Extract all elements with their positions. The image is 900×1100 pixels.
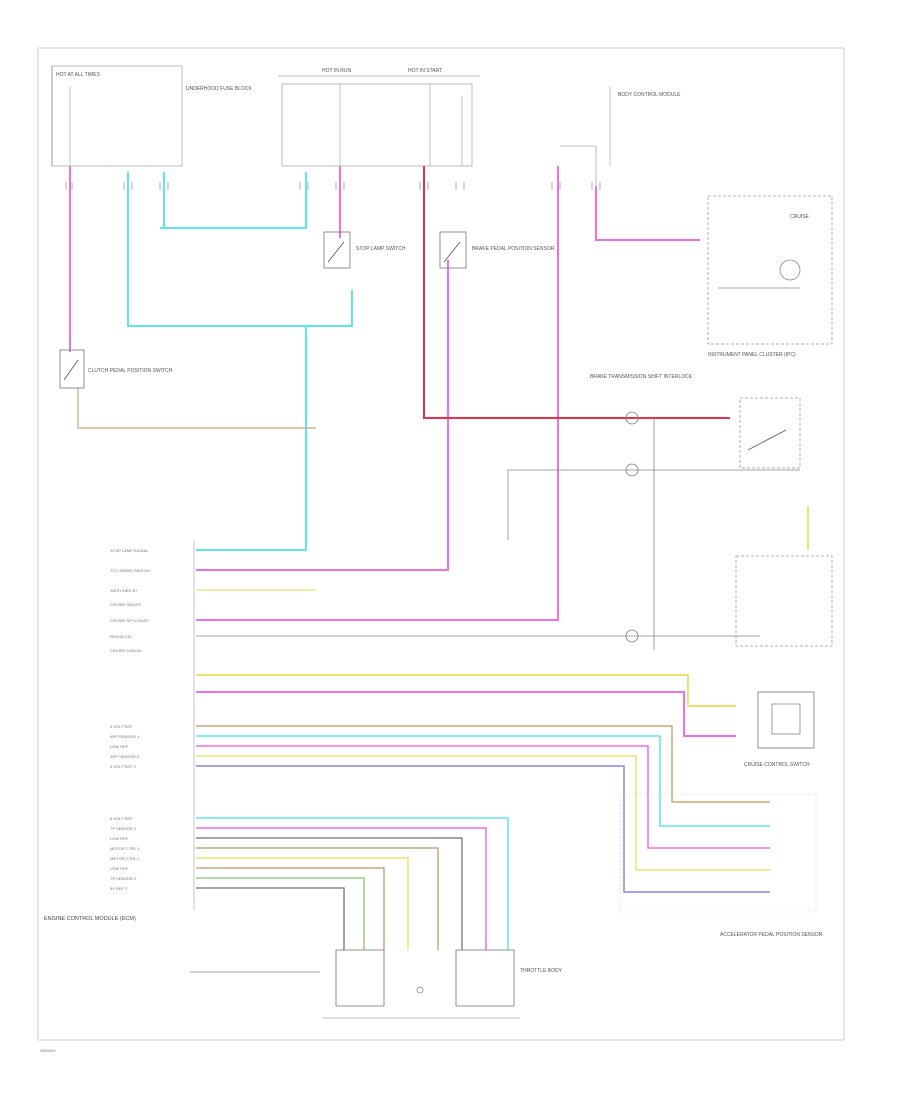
wire-gray-refs bbox=[196, 287, 800, 650]
fuse-middle-title: HOT IN RUN bbox=[322, 68, 351, 74]
ecm-pin-label: CRUISE CANCEL bbox=[110, 648, 143, 653]
wire-red-brake bbox=[423, 166, 730, 419]
ecm-pin-label: TCC BRAKE SWITCH bbox=[110, 568, 150, 573]
throttle-body-label: THROTTLE BODY bbox=[520, 968, 563, 974]
wire-throttle-bundle bbox=[196, 817, 509, 950]
throttle-body: THROTTLE BODY bbox=[190, 949, 563, 1019]
ecm-pin-label: LOW REF bbox=[110, 866, 129, 871]
wire-app-sensor-bundle bbox=[196, 725, 770, 893]
ecm-pin-label: APP SENSOR 1 bbox=[110, 734, 140, 739]
ecm-pin-label: 5 VOLT REF 2 bbox=[110, 764, 137, 769]
ipc-inner-label: CRUISE bbox=[790, 214, 810, 220]
body-control-module-label: BODY CONTROL MODULE bbox=[618, 92, 681, 98]
wire-tan-clutch-output bbox=[77, 388, 316, 429]
accelerator-pedal-sensor: ACCELERATOR PEDAL POSITION SENSOR bbox=[619, 793, 823, 938]
wire-pink-stop-lamp bbox=[196, 166, 700, 621]
ecm-pin-label: MOTOR CTRL 1 bbox=[110, 846, 140, 851]
ecm-pin-label: CRUISE ON/OFF bbox=[110, 602, 142, 607]
ecm-pin-list: STOP LAMP SIGNAL TCC BRAKE SWITCH SWITCHED… bbox=[110, 548, 150, 891]
wire-cyan-tree bbox=[127, 172, 353, 551]
cruise-switch-label: CRUISE CONTROL SWITCH bbox=[744, 762, 810, 768]
brake-pedal-sensor-label: BRAKE PEDAL POSITION SENSOR bbox=[472, 246, 555, 252]
clutch-pedal-switch: CLUTCH PEDAL POSITION SWITCH bbox=[59, 349, 173, 389]
ecm-pin-label: MOTOR CTRL 2 bbox=[110, 856, 140, 861]
ecm-label: ENGINE CONTROL MODULE (ECM) bbox=[44, 916, 136, 922]
ipc-label: INSTRUMENT PANEL CLUSTER (IPC) bbox=[708, 352, 796, 358]
wire-pink-cruise-set bbox=[196, 691, 736, 737]
stop-lamp-switch-2: BRAKE PEDAL POSITION SENSOR bbox=[439, 231, 555, 269]
fuse-left-title: HOT AT ALL TIMES bbox=[56, 72, 101, 78]
accel-sensor-label: ACCELERATOR PEDAL POSITION SENSOR bbox=[720, 932, 823, 938]
fuse-block-middle: HOT IN RUN HOT IN START bbox=[278, 68, 480, 167]
underhood-fuse-block-label: UNDERHOOD FUSE BLOCK bbox=[186, 86, 253, 92]
top-connector-marks bbox=[65, 182, 601, 190]
fuse-right-title: HOT IN START bbox=[408, 68, 442, 74]
ecm-pin-label: RES/ACCEL bbox=[110, 634, 133, 639]
cruise-control-switch: CRUISE CONTROL SWITCH bbox=[744, 691, 815, 768]
clutch-switch-label: CLUTCH PEDAL POSITION SWITCH bbox=[88, 368, 173, 374]
ecm-pin-label: CRUISE SET/COAST bbox=[110, 618, 149, 623]
ecm-pin-label: 5 VOLT REF bbox=[110, 816, 133, 821]
wire-yellow-cruise bbox=[196, 506, 809, 707]
ecm-pin-label: LOW REF bbox=[110, 836, 129, 841]
ecm-pin-label: STOP LAMP SIGNAL bbox=[110, 548, 149, 553]
ipc-module: CRUISE INSTRUMENT PANEL CLUSTER (IPC) bbox=[707, 195, 833, 358]
fuse-block-left: HOT AT ALL TIMES UNDERHOOD FUSE BLOCK bbox=[51, 65, 253, 167]
stop-lamp-switch-label: STOP LAMP SWITCH bbox=[356, 246, 406, 252]
ecm-pin-label: APP SENSOR 2 bbox=[110, 754, 140, 759]
motor-icon bbox=[416, 986, 424, 994]
brake-transmission-switch: BRAKE TRANSMISSION SHIFT INTERLOCK bbox=[590, 374, 833, 647]
cruise-indicator-icon bbox=[779, 259, 801, 281]
stop-lamp-switch-1: STOP LAMP SWITCH bbox=[323, 231, 406, 269]
body-control-block: BODY CONTROL MODULE bbox=[560, 86, 681, 186]
ecm-pin-label: SWITCHED B+ bbox=[110, 588, 138, 593]
ecm-pin-label: 5 VOLT REF bbox=[110, 724, 133, 729]
footnote: WD0000 bbox=[40, 1048, 56, 1053]
ecm-pin-label: LOW REF bbox=[110, 744, 129, 749]
ecm-pin-label: TP SENSOR 2 bbox=[110, 876, 137, 881]
ecm-pin-label: 5V REF 2 bbox=[110, 886, 128, 891]
brake-switch-label: BRAKE TRANSMISSION SHIFT INTERLOCK bbox=[590, 374, 693, 380]
diagram-frame bbox=[37, 47, 845, 1041]
ecm-pin-label: TP SENSOR 1 bbox=[110, 826, 137, 831]
